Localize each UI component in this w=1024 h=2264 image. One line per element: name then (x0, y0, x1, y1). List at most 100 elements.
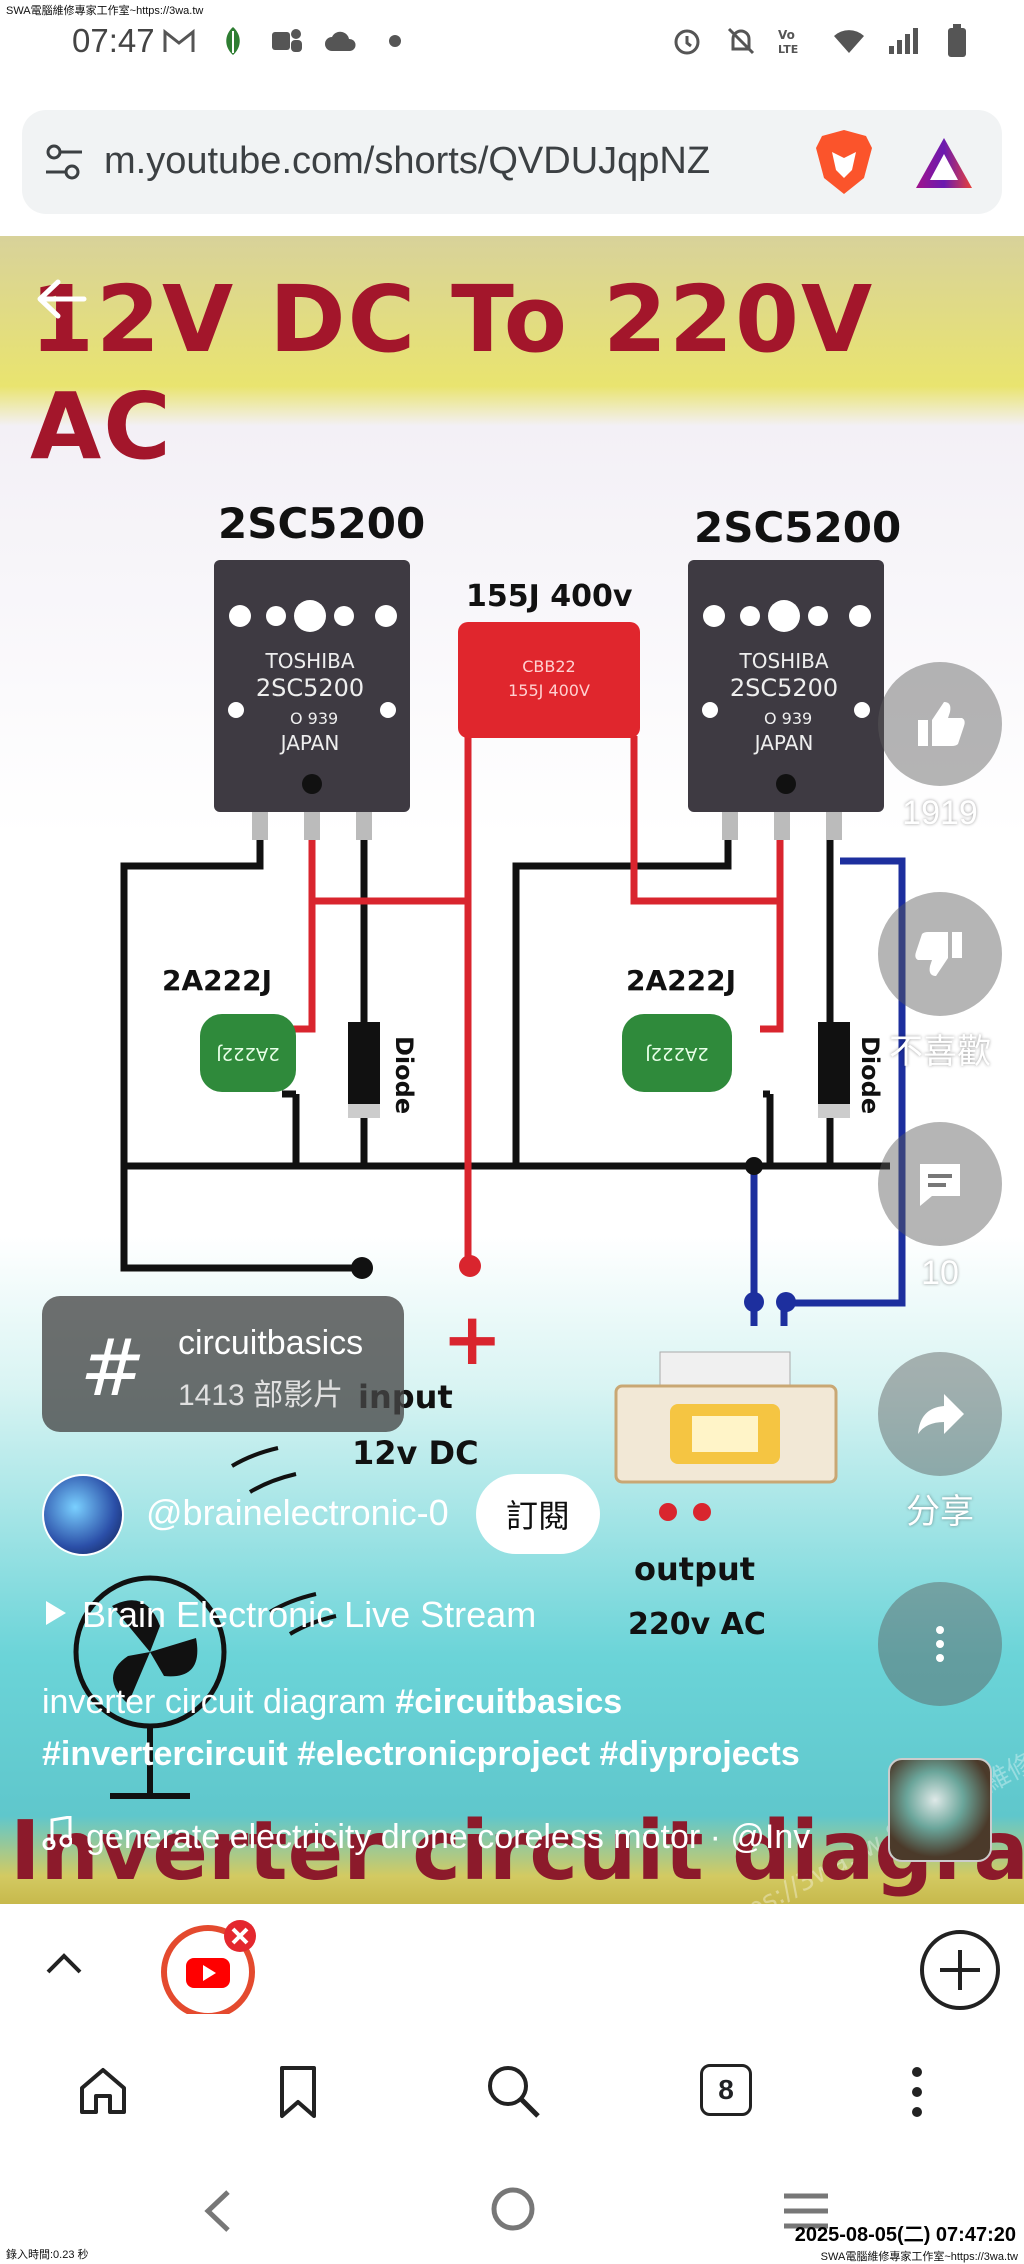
description-text: inverter circuit diagram (42, 1683, 396, 1721)
subscribe-button[interactable]: 訂閱 (476, 1474, 600, 1554)
comment-count: 10 (921, 1254, 959, 1292)
hashtag-video-count: 1413 部影片 (178, 1379, 344, 1412)
hashtag-symbol: # (80, 1324, 146, 1414)
top-overlay-text: SWA電腦維修專家工作室~https://3wa.tw (6, 5, 204, 17)
mute-bell-icon (724, 24, 758, 58)
overlay-timestamp: 2025-08-05(二) 07:47:20 (794, 2224, 1016, 2246)
comment-button[interactable] (878, 1122, 1002, 1246)
more-action[interactable] (878, 1582, 1002, 1706)
home-icon[interactable] (76, 2064, 130, 2123)
video-title-overlay: 12V DC To 220V AC (30, 266, 875, 480)
cloud-icon (324, 24, 358, 58)
hashtag-link[interactable]: #circuitbasics (395, 1683, 623, 1721)
nav-recents-icon[interactable] (780, 2190, 832, 2237)
svg-text:O 939: O 939 (764, 709, 812, 728)
music-note-icon (42, 1816, 73, 1859)
svg-text:2SC5200: 2SC5200 (256, 674, 364, 702)
channel-handle[interactable]: @brainelectronic-0 (146, 1492, 449, 1533)
like-count: 1919 (902, 794, 978, 832)
video-bottom-title-overlay: Inverter circuit diagram (10, 1804, 1024, 1899)
like-action[interactable]: 1919 (878, 662, 1002, 833)
svg-text:2SC5200: 2SC5200 (730, 674, 838, 702)
brave-shield-icon[interactable] (812, 128, 876, 196)
share-action[interactable]: 分享 (878, 1352, 1002, 1533)
more-vertical-icon (936, 1626, 944, 1662)
like-button[interactable] (878, 662, 1002, 786)
left-diode-label: Diode (390, 1036, 418, 1114)
leaf-app-icon (216, 24, 250, 58)
dislike-action[interactable]: 不喜歡 (878, 892, 1002, 1073)
right-transistor-label: 2SC5200 (694, 503, 901, 552)
svg-text:CBB22: CBB22 (522, 657, 575, 676)
menu-vertical-icon[interactable] (902, 2064, 932, 2125)
play-icon (42, 1594, 68, 1636)
music-row[interactable]: generate electricity drone coreless moto… (42, 1816, 862, 1859)
svg-text:TOSHIBA: TOSHIBA (265, 649, 355, 673)
teams-icon (270, 24, 304, 58)
right-small-transistor-label: 2A222J (626, 964, 736, 997)
more-button[interactable] (878, 1582, 1002, 1706)
svg-text:Vo: Vo (778, 28, 795, 42)
status-time: 07:47 (72, 22, 155, 59)
back-arrow-icon[interactable] (34, 272, 88, 326)
new-tab-plus-icon[interactable] (918, 1928, 1002, 2017)
dislike-label: 不喜歡 (889, 1033, 991, 1071)
share-label: 分享 (906, 1493, 974, 1531)
url-text[interactable]: m.youtube.com/shorts/QVDUJqpNZ (104, 140, 711, 182)
site-settings-icon[interactable] (42, 140, 86, 184)
brave-rewards-icon[interactable] (912, 132, 976, 196)
overlay-bottom-left: 錄入時間:0.23 秒 (6, 2249, 89, 2261)
thumbs-down-icon (915, 932, 962, 976)
nav-home-icon[interactable] (488, 2184, 538, 2239)
battery-icon (940, 24, 974, 58)
alarm-icon (670, 24, 704, 58)
hashtag-link[interactable]: #electronicproject (297, 1735, 591, 1773)
hashtag-chip[interactable]: # circuitbasics 1413 部影片 (42, 1296, 404, 1432)
thumbs-up-icon (918, 702, 965, 746)
music-title: generate electricity drone coreless moto… (86, 1818, 811, 1856)
overlay-bottom-right: SWA電腦維修專家工作室~https://3wa.tw (820, 2251, 1018, 2263)
live-stream-label: Brain Electronic Live Stream (82, 1594, 537, 1635)
dot-icon (378, 24, 412, 58)
signal-icon (886, 24, 920, 58)
video-description[interactable]: inverter circuit diagram #circuitbasics … (42, 1676, 872, 1780)
channel-avatar[interactable] (42, 1474, 124, 1556)
dislike-button[interactable] (878, 892, 1002, 1016)
bookmark-icon[interactable] (276, 2064, 320, 2125)
hashtag-link[interactable]: #diyprojects (599, 1735, 800, 1773)
youtube-tab-icon[interactable] (158, 1918, 266, 2019)
plus-label: + (442, 1297, 502, 1381)
circuit-diagram: 2SC5200 2SC5200 155J 400v TOSHIBA 2SC520… (73, 499, 1024, 1904)
browser-toolbar: 8 (0, 2024, 1024, 2160)
hashtag-link[interactable]: #invertercircuit (42, 1735, 288, 1773)
svg-text:LTE: LTE (778, 43, 798, 56)
svg-text:2A222J: 2A222J (645, 1043, 708, 1064)
hashtag-name: circuitbasics (178, 1324, 364, 1362)
share-icon (918, 1394, 964, 1434)
svg-text:JAPAN: JAPAN (753, 731, 814, 755)
right-diode-label: Diode (856, 1036, 884, 1114)
left-small-transistor-label: 2A222J (162, 964, 272, 997)
comment-action[interactable]: 10 (878, 1122, 1002, 1293)
capacitor-label: 155J 400v (466, 579, 633, 614)
output-voltage-label: 220v AC (628, 1607, 766, 1642)
url-bar[interactable]: m.youtube.com/shorts/QVDUJqpNZ (22, 110, 1002, 214)
music-thumbnail[interactable] (888, 1758, 992, 1862)
tab-count-badge[interactable]: 8 (700, 2064, 752, 2116)
chevron-up-icon[interactable] (40, 1940, 88, 1993)
svg-text:TOSHIBA: TOSHIBA (739, 649, 829, 673)
nav-back-icon[interactable] (198, 2186, 238, 2241)
svg-text:JAPAN: JAPAN (279, 731, 340, 755)
svg-text:155J 400V: 155J 400V (508, 681, 590, 700)
tab-strip-bar (0, 1904, 1024, 2024)
search-icon[interactable] (484, 2062, 542, 2125)
output-label: output (634, 1550, 755, 1588)
input-voltage-label: 12v DC (352, 1434, 479, 1472)
share-button[interactable] (878, 1352, 1002, 1476)
live-stream-link[interactable]: Brain Electronic Live Stream (42, 1594, 536, 1636)
svg-text:O 939: O 939 (290, 709, 338, 728)
svg-text:2A222J: 2A222J (216, 1043, 279, 1064)
video-player[interactable]: 12V DC To 220V AC (0, 236, 1024, 1904)
